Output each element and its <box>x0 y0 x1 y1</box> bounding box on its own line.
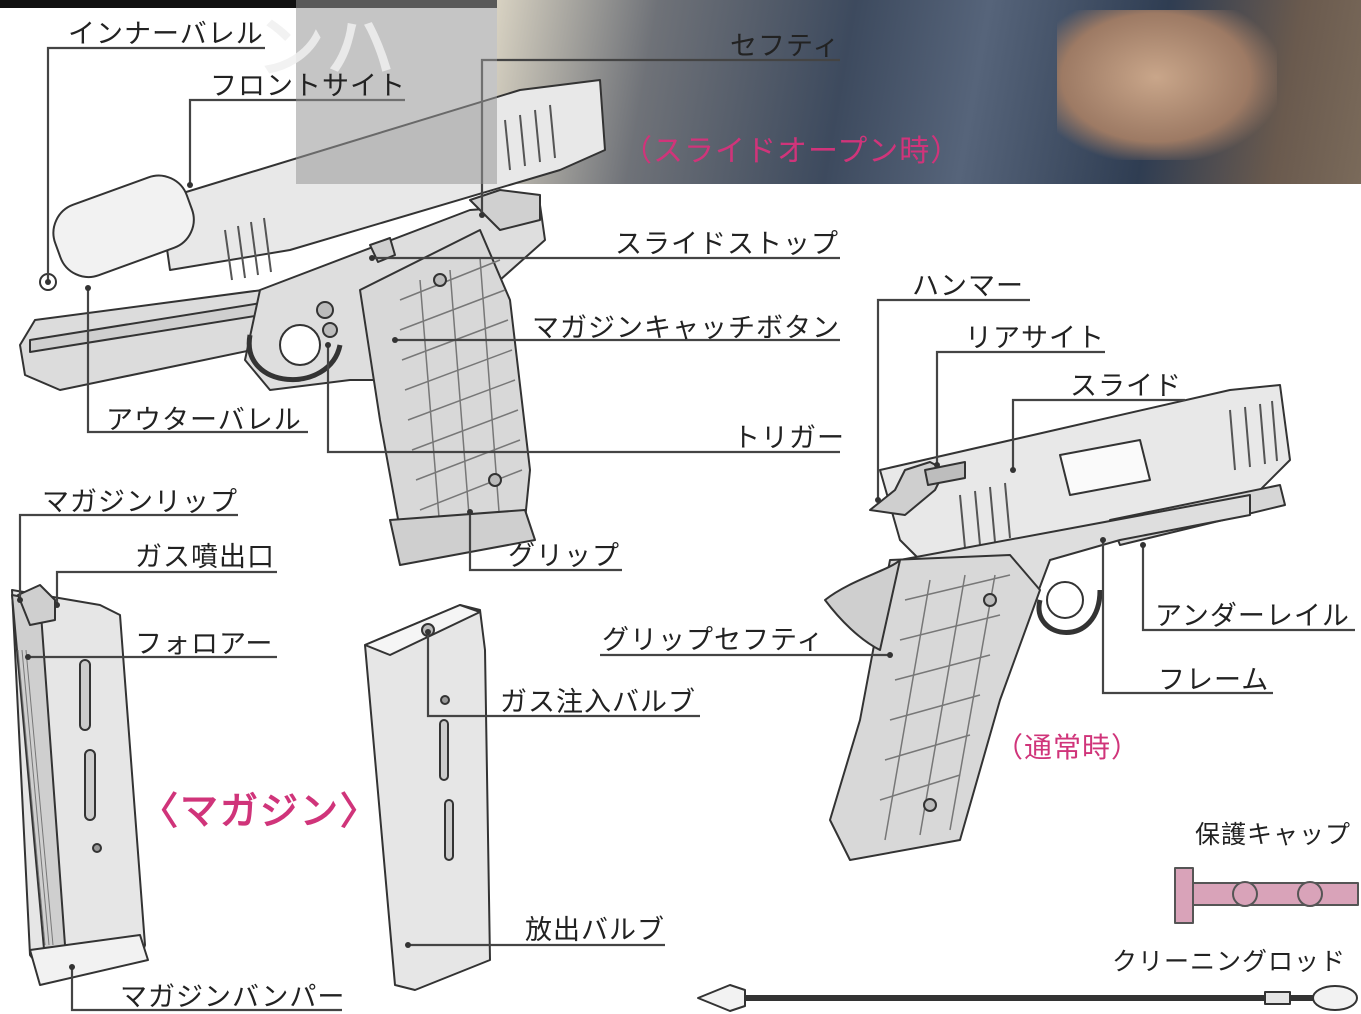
cleaning-rod <box>697 984 1358 1012</box>
label-outer-barrel: アウターバレル <box>106 405 302 436</box>
label-protective-cap: 保護キャップ <box>1195 820 1352 849</box>
label-gas-outlet: ガス噴出口 <box>135 542 275 573</box>
label-rear-sight: リアサイト <box>965 323 1105 354</box>
label-normal: （通常時） <box>995 731 1141 764</box>
header-photo <box>497 0 1361 184</box>
label-slide-open: （スライドオープン時） <box>622 134 962 169</box>
label-grip-safety: グリップセフティ <box>602 625 825 656</box>
label-front-sight: フロントサイト <box>210 71 406 102</box>
label-safety: セフティ <box>730 31 841 62</box>
label-magazine-heading: 〈マガジン〉 <box>140 789 381 833</box>
label-slide-stop: スライドストップ <box>615 229 839 260</box>
gray-overlay <box>296 0 497 184</box>
label-release-valve: 放出バルブ <box>525 915 665 946</box>
label-magazine-lip: マガジンリップ <box>42 487 238 518</box>
label-inner-barrel: インナーバレル <box>68 19 264 50</box>
label-follower: フォロアー <box>135 629 274 660</box>
label-magazine-catch: マガジンキャッチボタン <box>532 313 840 344</box>
label-cleaning-rod: クリーニングロッド <box>1112 947 1347 976</box>
label-gas-inlet-valve: ガス注入バルブ <box>500 687 696 718</box>
label-frame: フレーム <box>1158 665 1270 696</box>
pistol-normal <box>824 384 1291 861</box>
label-magazine-bumper: マガジンバンパー <box>120 982 346 1013</box>
overlay-watermark: ハン <box>244 10 396 80</box>
magazine-left <box>11 584 149 986</box>
label-hammer: ハンマー <box>912 271 1024 302</box>
label-slide: スライド <box>1070 371 1182 402</box>
magazine-right <box>364 604 491 991</box>
protective-cap <box>1174 867 1359 924</box>
label-trigger: トリガー <box>733 423 845 454</box>
label-under-rail: アンダーレイル <box>1155 601 1350 632</box>
label-grip: グリップ <box>508 541 620 572</box>
